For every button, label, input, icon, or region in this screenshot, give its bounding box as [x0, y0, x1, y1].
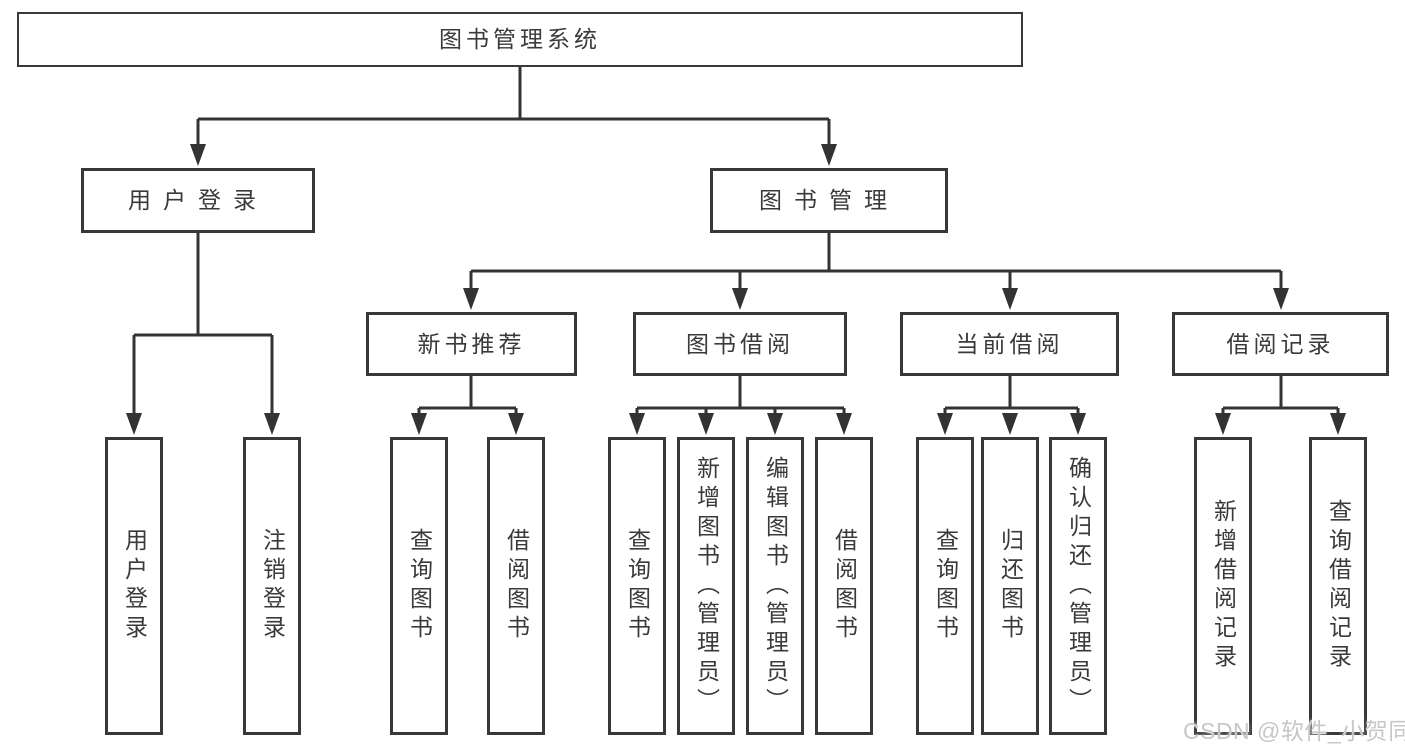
node-add-borrow-record-label: 新增借阅记录 [1210, 499, 1237, 673]
node-book-borrowing: 图书借阅 [633, 312, 847, 376]
node-query-books-borrowing: 查询图书 [608, 437, 666, 735]
node-add-books-admin-label: 新增图书（管理员） [693, 455, 720, 717]
node-logout-leaf-label: 注销登录 [259, 528, 286, 644]
node-query-borrow-record: 查询借阅记录 [1309, 437, 1367, 735]
node-query-borrow-record-label: 查询借阅记录 [1325, 499, 1352, 673]
node-borrow-books-borrowing: 借阅图书 [815, 437, 873, 735]
node-confirm-return-admin: 确认归还（管理员） [1049, 437, 1107, 735]
node-query-books-current: 查询图书 [916, 437, 974, 735]
node-query-books-recommend-label: 查询图书 [406, 528, 433, 644]
node-book-management: 图书管理 [710, 168, 948, 233]
node-add-books-admin: 新增图书（管理员） [677, 437, 735, 735]
node-borrow-books-recommend-label: 借阅图书 [503, 528, 530, 644]
node-library-management-system: 图书管理系统 [17, 12, 1023, 67]
node-logout-leaf: 注销登录 [243, 437, 301, 735]
node-user-login-leaf-label: 用户登录 [121, 528, 148, 644]
arrowheads [126, 144, 1346, 435]
node-borrow-books-recommend: 借阅图书 [487, 437, 545, 735]
node-borrow-books-borrowing-label: 借阅图书 [831, 528, 858, 644]
node-borrow-records: 借阅记录 [1172, 312, 1389, 376]
node-new-book-recommend: 新书推荐 [366, 312, 577, 376]
node-edit-books-admin-label: 编辑图书（管理员） [762, 455, 789, 717]
node-query-books-borrowing-label: 查询图书 [624, 528, 651, 644]
node-query-books-recommend: 查询图书 [390, 437, 448, 735]
node-add-borrow-record: 新增借阅记录 [1194, 437, 1252, 735]
node-query-books-current-label: 查询图书 [932, 528, 959, 644]
node-user-login-leaf: 用户登录 [105, 437, 163, 735]
node-user-login: 用户登录 [81, 168, 315, 233]
node-return-books-label: 归还图书 [997, 528, 1024, 644]
node-confirm-return-admin-label: 确认归还（管理员） [1065, 455, 1092, 717]
node-current-borrowing: 当前借阅 [900, 312, 1119, 376]
watermark-csdn: CSDN @软件_小贺同学 [1183, 718, 1405, 744]
node-return-books: 归还图书 [981, 437, 1039, 735]
node-edit-books-admin: 编辑图书（管理员） [746, 437, 804, 735]
